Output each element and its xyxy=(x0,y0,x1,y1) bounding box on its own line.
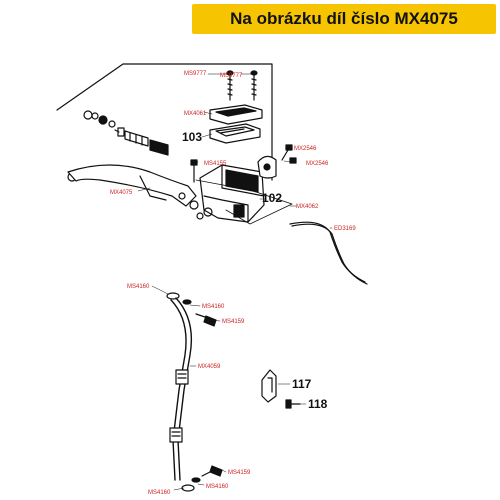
label-ms4160-b: MS4160 xyxy=(202,304,225,310)
label-ms4160-a: MS4160 xyxy=(127,284,150,290)
label-ms4159-a: MS4159 xyxy=(222,319,245,325)
label-ms4160-d: MS4160 xyxy=(206,484,229,490)
brake-hose xyxy=(169,297,193,481)
banjo-fitting-bottom xyxy=(181,465,223,492)
inset-outline xyxy=(56,63,273,181)
master-cylinder-body xyxy=(189,164,265,223)
banner-text: Na obrázku díl číslo MX4075 xyxy=(230,9,458,28)
label-102: 102 xyxy=(262,191,282,205)
part-number-banner: Na obrázku díl číslo MX4075 xyxy=(192,4,496,34)
label-mx4075: MX4075 xyxy=(110,190,133,196)
diaphragm xyxy=(209,123,261,144)
screw-ms9777-left xyxy=(226,70,234,101)
piston-kit xyxy=(83,110,169,156)
label-ms4159-b: MS4159 xyxy=(228,470,251,476)
label-mx2546-b: MX2546 xyxy=(306,161,329,167)
label-ms4160-c: MS4160 xyxy=(148,490,171,496)
label-118: 118 xyxy=(308,397,328,411)
label-ms4155: MS4155 xyxy=(204,161,227,167)
label-ms9777-a: MS9777 xyxy=(184,71,207,77)
label-117: 117 xyxy=(292,377,312,391)
bracket-bolt xyxy=(285,399,301,409)
bolt-ms4155 xyxy=(190,159,198,183)
label-mx4059: MX4059 xyxy=(198,364,221,370)
switch-cable xyxy=(289,221,368,285)
label-mx4062: MX4062 xyxy=(296,204,319,210)
hose-bracket xyxy=(261,369,277,403)
label-ms9777-b: MS9777 xyxy=(220,73,243,79)
banjo-fitting-top xyxy=(166,292,217,327)
brake-lever xyxy=(67,164,197,207)
screw-ms9777-right xyxy=(250,70,258,101)
label-103: 103 xyxy=(182,130,202,144)
callout-102-bracket xyxy=(195,179,293,225)
leader-lines xyxy=(137,73,333,491)
label-mx4061: MX4061 xyxy=(184,111,207,117)
label-ed3169: ED3169 xyxy=(334,226,356,232)
label-mx2546-a: MX2546 xyxy=(294,146,317,152)
reservoir-cover xyxy=(209,104,263,125)
